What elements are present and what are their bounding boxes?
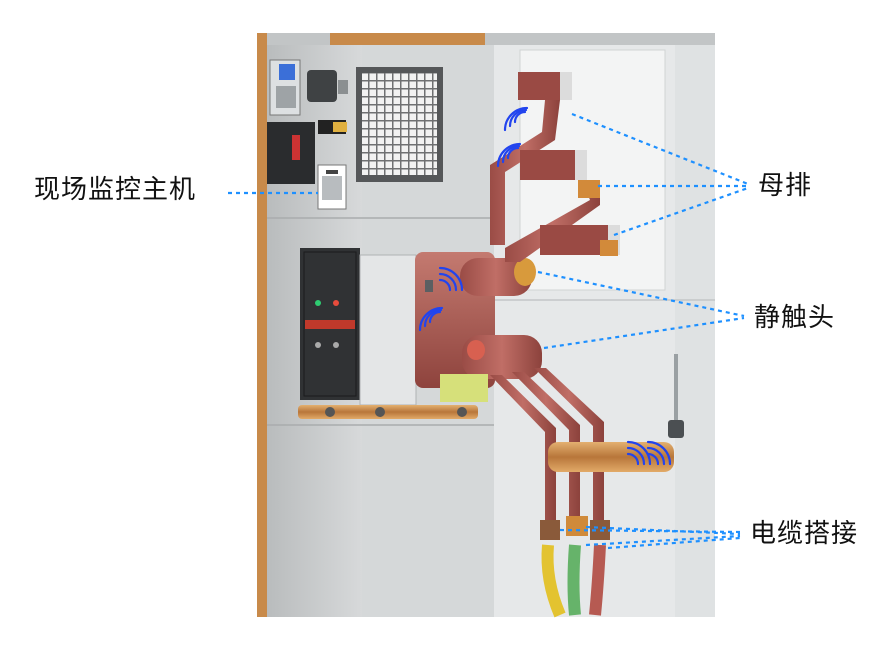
truck-wheel xyxy=(325,407,335,417)
leader-line-cable xyxy=(585,525,741,536)
breaker-pole-assembly xyxy=(415,252,542,402)
contact-ring xyxy=(467,340,485,360)
breaker-upper-arm xyxy=(460,258,532,296)
busbar-clamp xyxy=(600,240,618,256)
breaker-indicator xyxy=(333,300,339,306)
cable-conductor xyxy=(490,375,556,525)
cable-conductor xyxy=(534,368,604,525)
cabinet-top-frame xyxy=(257,33,715,47)
power-cable xyxy=(567,544,581,616)
wireless-signal-icon xyxy=(438,266,464,292)
leader-line-contact xyxy=(537,270,745,318)
label-monitor-host: 现场监控主机 xyxy=(34,175,197,205)
leader-line-contact xyxy=(543,316,745,350)
busbar-middle-cap xyxy=(575,150,587,180)
truck-wheel xyxy=(375,407,385,417)
meter-device xyxy=(307,70,337,102)
breaker-indicator xyxy=(333,342,339,348)
breaker-handle-slot xyxy=(303,251,357,397)
busbar-upper-cap xyxy=(560,72,572,100)
leader-line-cable xyxy=(607,536,741,550)
busbar-middle xyxy=(520,150,582,180)
instrument-compartment xyxy=(267,59,443,184)
wireless-signal-icon xyxy=(503,106,529,132)
temperature-sensor-icon xyxy=(425,280,433,292)
current-transformer xyxy=(548,442,674,472)
breaker-indicator-bar xyxy=(305,320,355,329)
power-cable xyxy=(589,544,606,616)
relay-keypad xyxy=(276,86,296,108)
leader-line-cable xyxy=(585,534,741,547)
breaker-base-plate xyxy=(440,374,488,402)
cable-terminal xyxy=(590,520,610,540)
truck-wheel xyxy=(457,407,467,417)
breaker-indicator xyxy=(315,300,321,306)
wireless-signal-icon xyxy=(496,142,522,168)
temperature-sensor-icon xyxy=(668,420,684,438)
breaker-indicator xyxy=(315,342,321,348)
switch-module-label xyxy=(333,122,347,132)
wall-frame-left xyxy=(257,33,267,617)
meter-device xyxy=(338,80,348,94)
wall-frame-top xyxy=(330,33,485,45)
cable-conductor xyxy=(512,372,580,525)
wireless-signal-icon xyxy=(418,306,444,332)
label-busbar: 母排 xyxy=(758,171,813,201)
breaker-compartment xyxy=(298,248,478,419)
label-static-contact: 静触头 xyxy=(754,303,836,333)
busbar-clamp xyxy=(578,180,600,198)
label-cable-joint: 电缆搭接 xyxy=(750,519,859,549)
earthing-switch-rod xyxy=(674,354,678,424)
cable-terminal xyxy=(566,516,588,536)
breaker-truck-frame xyxy=(359,254,417,406)
leader-lines xyxy=(228,112,749,550)
monitor-host-device-icon xyxy=(317,164,347,210)
protection-device-led xyxy=(292,135,300,160)
relay-screen xyxy=(279,64,295,80)
busbar-riser xyxy=(490,100,560,245)
truck-rail xyxy=(298,405,478,419)
ventilation-grill xyxy=(362,73,437,175)
busbar-assembly xyxy=(490,72,620,262)
wireless-signal-icon xyxy=(646,440,672,466)
wireless-signal-icon xyxy=(626,440,652,466)
protection-device xyxy=(267,122,315,184)
contact-ring xyxy=(514,258,536,286)
cable-assembly xyxy=(490,354,684,618)
right-side-wall xyxy=(675,45,715,617)
cable-terminal xyxy=(540,520,560,540)
power-cable xyxy=(541,544,566,618)
